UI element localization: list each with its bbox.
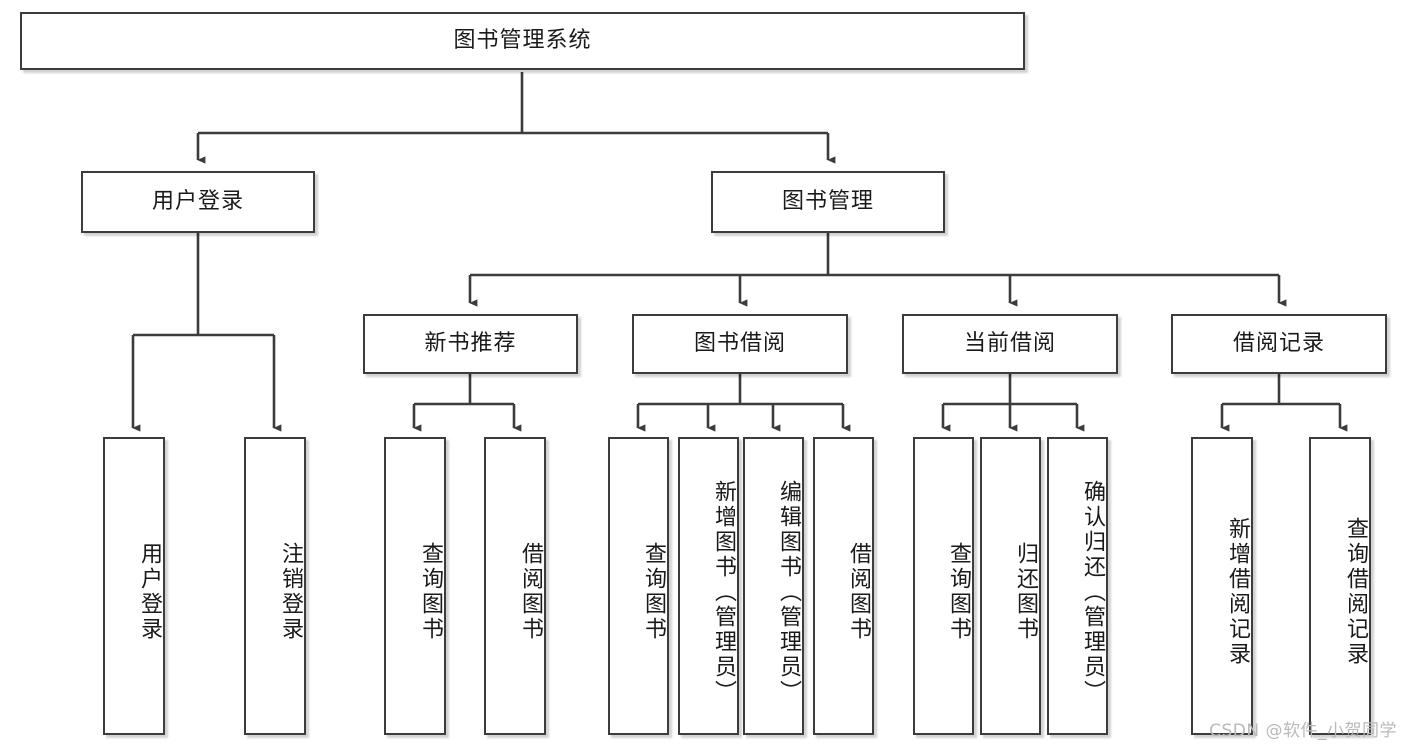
node-root[interactable]: 图书管理系统 <box>20 12 1025 70</box>
leaf-user-login[interactable]: 用户登录 <box>103 437 165 735</box>
leaf-query-book-1[interactable]: 查询图书 <box>384 437 446 735</box>
node-user-login[interactable]: 用户登录 <box>81 171 315 233</box>
leaf-user-logout[interactable]: 注销登录 <box>244 437 306 735</box>
node-root-label: 图书管理系统 <box>453 27 592 53</box>
leaf-borrow-book-2-label: 借阅图书 <box>846 542 871 642</box>
leaf-borrow-book-1[interactable]: 借阅图书 <box>484 437 546 735</box>
leaf-edit-book-label: 编辑图书（管理员） <box>776 479 801 705</box>
node-borrow-record-label: 借阅记录 <box>1232 330 1325 356</box>
node-new-book-recommendation-label: 新书推荐 <box>424 330 517 356</box>
leaf-add-book-label: 新增图书（管理员） <box>711 479 736 705</box>
leaf-user-login-label: 用户登录 <box>137 542 162 642</box>
leaf-query-book-1-label: 查询图书 <box>418 542 443 642</box>
leaf-query-book-3[interactable]: 查询图书 <box>913 437 974 735</box>
leaf-borrow-book-2[interactable]: 借阅图书 <box>813 437 874 735</box>
node-book-borrow-label: 图书借阅 <box>693 330 786 356</box>
leaf-add-borrow-record-label: 新增借阅记录 <box>1225 517 1250 667</box>
node-user-login-label: 用户登录 <box>151 188 244 214</box>
leaf-confirm-return-label: 确认归还（管理员） <box>1080 479 1105 705</box>
node-current-borrow[interactable]: 当前借阅 <box>902 314 1118 374</box>
leaf-edit-book[interactable]: 编辑图书（管理员） <box>743 437 804 735</box>
leaf-confirm-return[interactable]: 确认归还（管理员） <box>1047 437 1108 735</box>
leaf-query-borrow-record-label: 查询借阅记录 <box>1343 517 1368 667</box>
leaf-user-logout-label: 注销登录 <box>278 542 303 642</box>
node-book-manage-label: 图书管理 <box>781 188 874 214</box>
leaf-query-borrow-record[interactable]: 查询借阅记录 <box>1309 437 1371 735</box>
csdn-watermark: CSDN @软件_小贺同学 <box>1209 721 1397 741</box>
node-new-book-recommendation[interactable]: 新书推荐 <box>363 314 578 374</box>
leaf-return-book[interactable]: 归还图书 <box>980 437 1041 735</box>
node-book-manage[interactable]: 图书管理 <box>711 171 945 233</box>
node-current-borrow-label: 当前借阅 <box>963 330 1056 356</box>
leaf-add-book[interactable]: 新增图书（管理员） <box>678 437 739 735</box>
leaf-query-book-2-label: 查询图书 <box>641 542 666 642</box>
node-book-borrow[interactable]: 图书借阅 <box>632 314 848 374</box>
leaf-add-borrow-record[interactable]: 新增借阅记录 <box>1191 437 1253 735</box>
leaf-borrow-book-1-label: 借阅图书 <box>518 542 543 642</box>
leaf-return-book-label: 归还图书 <box>1013 542 1038 642</box>
node-borrow-record[interactable]: 借阅记录 <box>1171 314 1387 374</box>
leaf-query-book-3-label: 查询图书 <box>946 542 971 642</box>
leaf-query-book-2[interactable]: 查询图书 <box>608 437 669 735</box>
